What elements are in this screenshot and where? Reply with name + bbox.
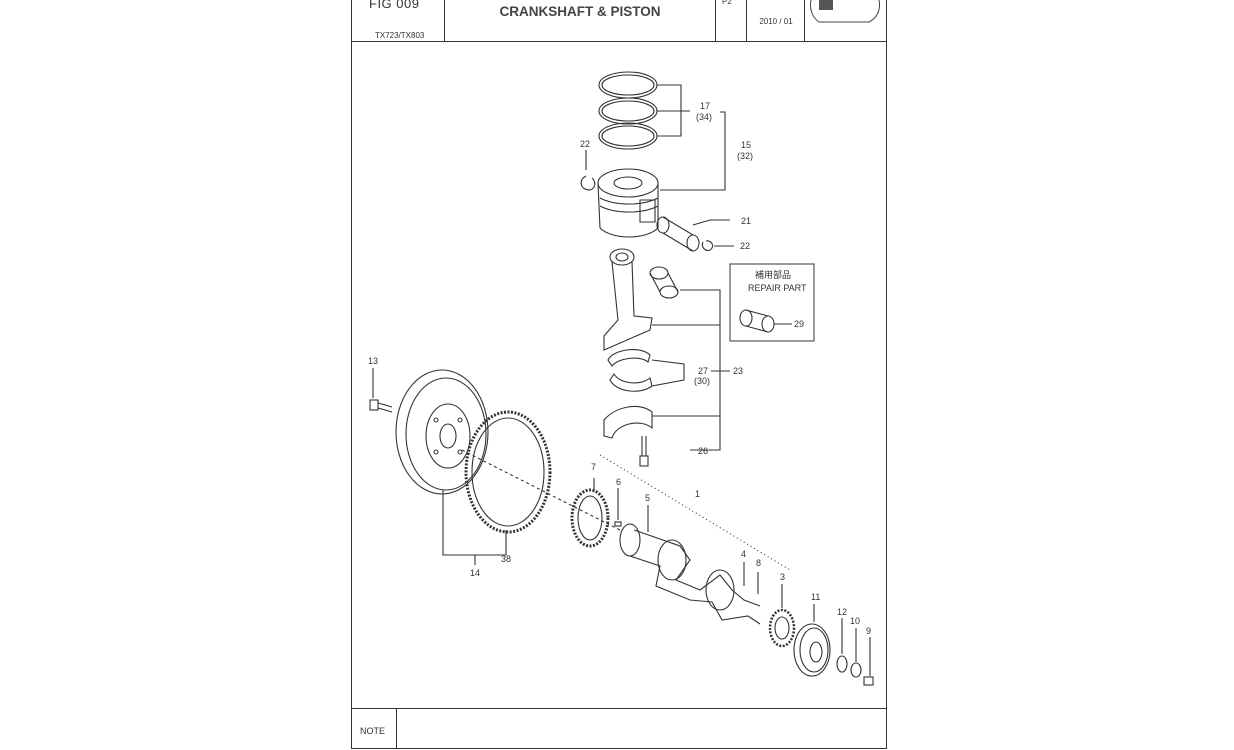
connecting-rod [603,248,653,351]
callout-38: 38 [501,554,511,564]
washer [850,662,862,678]
page-cell: P2 [716,0,747,41]
flywheel [395,369,489,495]
callout-7: 7 [591,462,596,472]
repair-part-box [729,263,815,342]
connecting-rod-bearings [607,349,653,392]
connecting-rod-bolt [639,436,649,467]
note-divider [396,709,397,749]
callout-27: 27 [698,366,708,376]
title-block: FIG 009 TX723/TX803 CRANKSHAFT & PISTON … [351,0,887,42]
callout-12: 12 [837,607,847,617]
callout-10: 10 [850,616,860,626]
model-number: TX723/TX803 [375,31,425,40]
callout-9: 9 [866,626,871,636]
callout-15: 15 [741,140,751,150]
piston-rings [598,71,658,150]
page-title: CRANKSHAFT & PISTON [499,4,661,19]
drawing-sheet [351,0,887,749]
callout-29: 29 [794,319,804,329]
callout-1: 1 [695,489,700,499]
callout-17: 17 [700,101,710,111]
callout-22-right: 22 [740,241,750,251]
callout-6: 6 [616,477,621,487]
repair-box-title: REPAIR PART [748,283,807,293]
page-number: P2 [722,0,732,6]
ring-gear [464,410,552,534]
callout-8: 8 [756,558,761,568]
callout-3: 3 [780,572,785,582]
logo-cell [805,0,887,41]
crank-gear [570,488,610,548]
note-label: NOTE [360,726,386,736]
crankshaft-pulley [793,623,831,677]
callout-30: (30) [694,376,710,386]
callout-11: 11 [811,592,820,602]
piston-pin [656,216,700,252]
figure-cell: FIG 009 TX723/TX803 [351,0,445,41]
connecting-rod-cap [603,405,653,439]
date-cell: 2010 / 01 [747,0,805,41]
callout-34: (34) [696,112,712,122]
flywheel-bolt [369,399,393,413]
crankshaft-gear [768,608,796,648]
callout-13: 13 [368,356,378,366]
title-cell: CRANKSHAFT & PISTON [445,0,716,41]
pulley-nut [863,676,874,686]
callout-26: 26 [698,446,708,456]
brand-logo [810,0,880,23]
repair-box-title-jp: 補用部品 [755,269,791,280]
callout-14: 14 [470,568,480,578]
callout-23: 23 [733,366,743,376]
revision-date: 2010 / 01 [759,17,793,26]
piston [597,168,659,238]
callout-32: (32) [737,151,753,161]
small-end-bushing [649,266,679,299]
callout-22-top: 22 [580,139,590,149]
key [614,521,622,527]
figure-number: FIG 009 [369,0,420,11]
callout-5: 5 [645,493,650,503]
collar [836,655,848,673]
repair-bushing [739,309,775,333]
callout-4: 4 [741,549,746,559]
crankshaft [619,523,761,625]
callout-21: 21 [741,216,751,226]
note-box: NOTE [351,708,887,749]
